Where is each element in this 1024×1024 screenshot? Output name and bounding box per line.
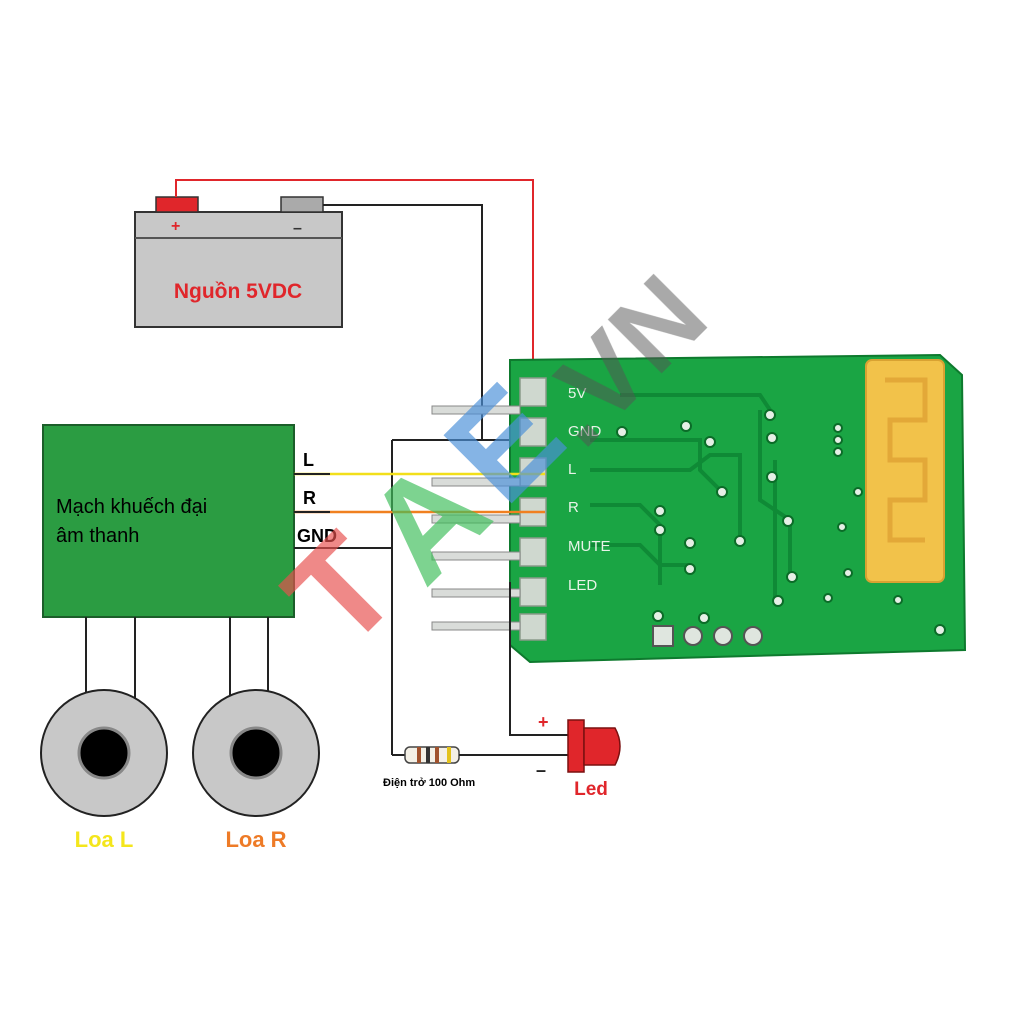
- pin-label-mute: MUTE: [568, 538, 611, 555]
- power-supply-label: Nguồn 5VDC: [174, 280, 302, 303]
- pcb-bottom-pads: [652, 625, 763, 647]
- led: + – Led: [536, 712, 621, 800]
- wire-5v-red: [175, 179, 534, 395]
- resistor: Điện trở 100 Ohm: [383, 746, 475, 789]
- speaker-right-label: Loa R: [225, 827, 286, 852]
- battery-plus-sign: +: [171, 218, 180, 235]
- power-supply: + – Nguồn 5VDC: [134, 196, 343, 328]
- pcb-antenna: [865, 359, 945, 583]
- battery-plus-terminal: [155, 196, 199, 213]
- resistor-label: Điện trở 100 Ohm: [383, 777, 475, 789]
- speaker-right: Loa R: [192, 617, 320, 852]
- amplifier-title-line2: âm thanh: [56, 525, 139, 547]
- amp-pin-gnd-label: GND: [297, 526, 337, 546]
- pin-label-r: R: [568, 499, 579, 516]
- speaker-left-label: Loa L: [75, 827, 134, 852]
- battery-body: [134, 211, 343, 328]
- speaker-left: Loa L: [40, 617, 168, 852]
- led-label: Led: [574, 779, 608, 800]
- led-minus-sign: –: [536, 760, 546, 780]
- wire-battery-gnd: [323, 204, 483, 440]
- amplifier-board: Mạch khuếch đại âm thanh L R GND: [42, 424, 337, 618]
- pcb-vias: [616, 409, 946, 636]
- pin-label-l: L: [568, 461, 576, 478]
- battery-minus-terminal: [280, 196, 324, 213]
- wire-led-plus: [509, 582, 568, 736]
- led-plus-sign: +: [538, 712, 549, 732]
- antenna-trace: [885, 377, 928, 543]
- pin-pads: [519, 377, 547, 641]
- amplifier-title-line1: Mạch khuếch đại: [56, 496, 207, 518]
- amplifier-body: [42, 424, 295, 618]
- battery-minus-sign: –: [293, 220, 302, 237]
- amp-pin-r-label: R: [303, 488, 316, 508]
- pin-label-5v: 5V: [568, 385, 586, 402]
- bluetooth-module: 5V GND L R MUTE LED: [431, 353, 967, 664]
- pcb-traces: [590, 393, 792, 600]
- pin-labels: 5V GND L R MUTE LED: [568, 385, 611, 594]
- header-pins: [431, 405, 521, 631]
- pin-label-gnd: GND: [568, 423, 602, 440]
- pin-label-led: LED: [568, 577, 597, 594]
- amp-pin-l-label: L: [303, 450, 314, 470]
